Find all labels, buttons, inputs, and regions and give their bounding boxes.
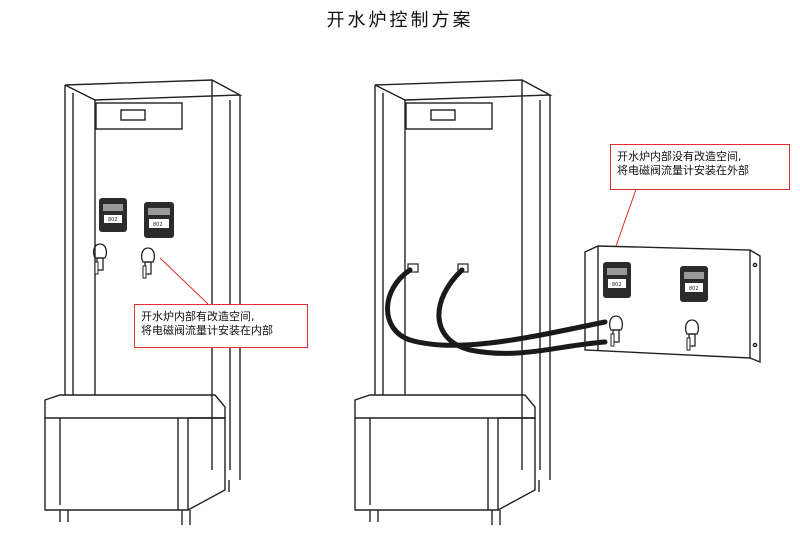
boiler-left <box>44 79 243 525</box>
meter-left-1: 802 <box>99 198 127 232</box>
tap-panel-2 <box>684 319 700 351</box>
callout-internal-install: 开水炉内部有改造空间, 将电磁阀流量计安装在内部 <box>134 304 308 348</box>
meter-panel-2: 802 <box>680 266 708 302</box>
diagram-title: 开水炉控制方案 <box>326 10 474 31</box>
tap-panel-1 <box>608 315 624 347</box>
callout-internal-line2: 将电磁阀流量计安装在内部 <box>141 324 273 337</box>
external-panel <box>584 245 761 364</box>
hoses <box>385 267 608 356</box>
boiler-right <box>354 79 553 525</box>
callout-external-install: 开水炉内部没有改造空间, 将电磁阀流量计安装在外部 <box>610 144 790 190</box>
meter-panel-1: 802 <box>603 262 631 298</box>
callout-external-line2: 将电磁阀流量计安装在外部 <box>617 164 749 177</box>
callout-internal-line1: 开水炉内部有改造空间, <box>141 310 255 323</box>
callout-pointer-left <box>159 257 209 305</box>
svg-text:802: 802 <box>153 222 163 228</box>
svg-text:802: 802 <box>612 282 622 288</box>
svg-text:802: 802 <box>108 217 118 223</box>
tap-left-2 <box>140 247 156 279</box>
callout-external-line1: 开水炉内部没有改造空间, <box>617 150 742 163</box>
svg-text:802: 802 <box>689 286 699 292</box>
meter-left-2: 802 <box>144 202 174 238</box>
